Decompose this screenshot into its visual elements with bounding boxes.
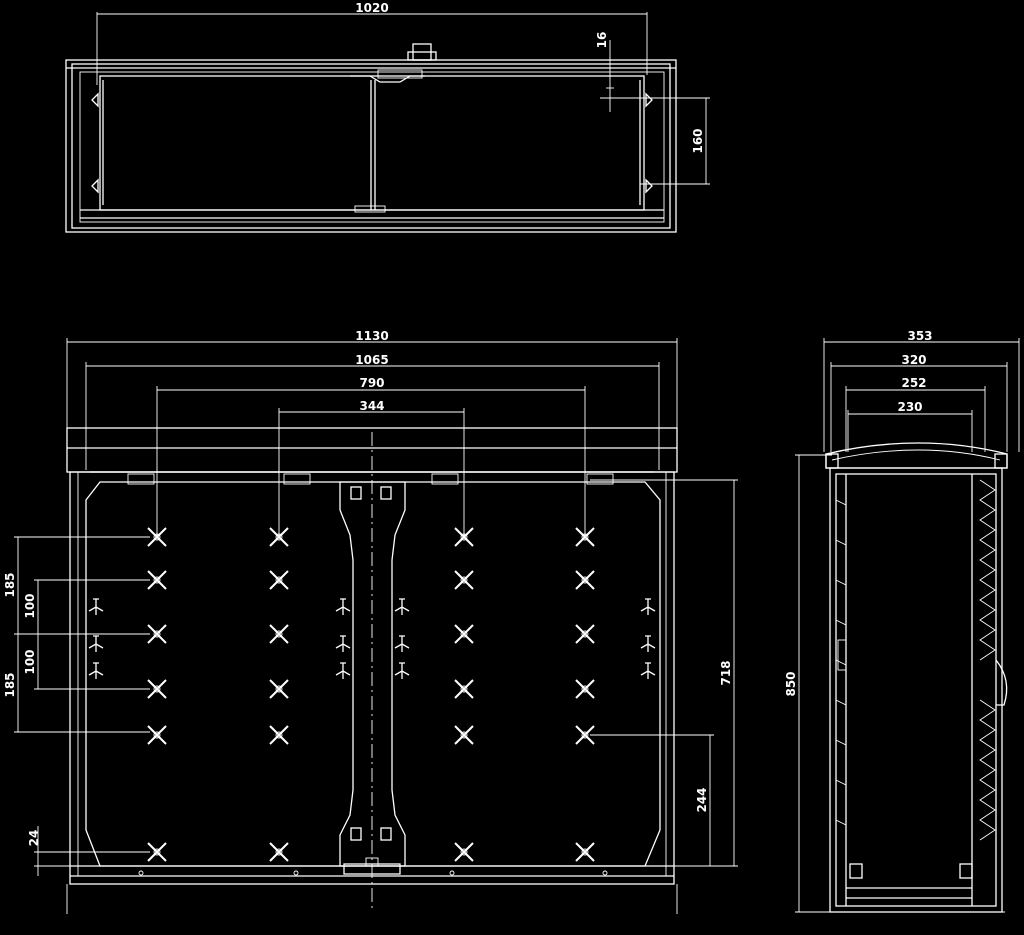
mounting-cross xyxy=(575,679,595,699)
dim-label-1020: 1020 xyxy=(355,1,388,15)
mounting-cross xyxy=(147,842,167,862)
mounting-cross xyxy=(454,679,474,699)
dim-label-244: 244 xyxy=(695,787,709,812)
dim-side-320: 320 xyxy=(830,353,1008,452)
dim-front-holes: 790 xyxy=(156,376,586,538)
wing-clip xyxy=(640,662,656,679)
dim-label-16: 16 xyxy=(595,32,609,49)
dim-right-718: 718 xyxy=(590,479,738,867)
side-view: 353 320 252 230 850 xyxy=(784,329,1020,913)
mounting-cross xyxy=(147,527,167,547)
dim-right-244: 244 xyxy=(590,734,714,867)
dim-side-252: 252 xyxy=(845,376,986,452)
mounting-cross xyxy=(269,570,289,590)
wing-clip xyxy=(394,662,410,679)
mounting-cross xyxy=(269,679,289,699)
wing-clip xyxy=(394,635,410,652)
wing-clip xyxy=(640,598,656,615)
mounting-cross xyxy=(575,527,595,547)
mounting-cross xyxy=(269,842,289,862)
dim-front-center: 344 xyxy=(278,399,465,538)
wing-clip xyxy=(394,598,410,615)
dim-label-790: 790 xyxy=(359,376,384,390)
wing-clip xyxy=(335,662,351,679)
mounting-cross xyxy=(147,679,167,699)
dim-label-1130: 1130 xyxy=(355,329,388,343)
mounting-cross xyxy=(454,842,474,862)
dim-top-depth: 160 xyxy=(600,97,710,185)
dim-label-24: 24 xyxy=(27,830,41,847)
wing-clip xyxy=(640,635,656,652)
mounting-cross xyxy=(269,725,289,745)
dim-label-160: 160 xyxy=(691,128,705,153)
mounting-cross xyxy=(454,527,474,547)
dim-side-230: 230 xyxy=(847,400,973,452)
front-view: 1130 1065 790 344 xyxy=(3,329,738,914)
top-view: 1020 16 xyxy=(65,1,710,233)
dim-left-100-bottom: 100 xyxy=(23,634,150,690)
dim-label-320: 320 xyxy=(901,353,926,367)
dim-top-width: 1020 xyxy=(96,1,648,85)
dim-left-185-bottom: 185 xyxy=(3,634,150,733)
mounting-cross xyxy=(454,624,474,644)
dim-label-344: 344 xyxy=(359,399,384,413)
mounting-cross xyxy=(575,842,595,862)
mounting-cross xyxy=(147,570,167,590)
dim-label-100-b: 100 xyxy=(23,649,37,674)
dim-label-353: 353 xyxy=(907,329,932,343)
mounting-cross xyxy=(147,725,167,745)
dim-label-850: 850 xyxy=(784,671,798,696)
dim-side-353: 353 xyxy=(823,329,1020,452)
wing-clip xyxy=(335,635,351,652)
wing-clip xyxy=(335,598,351,615)
dim-label-185-b: 185 xyxy=(3,672,17,697)
mounting-crosses xyxy=(147,527,595,862)
dim-left-185-top: 185 xyxy=(3,536,150,635)
dim-label-718: 718 xyxy=(719,660,733,685)
dim-label-230: 230 xyxy=(897,400,922,414)
dim-top-small: 16 xyxy=(595,32,614,112)
mounting-cross xyxy=(575,570,595,590)
wing-clip xyxy=(88,635,104,652)
mounting-cross xyxy=(454,570,474,590)
dim-front-inner: 1065 xyxy=(85,353,660,470)
mounting-cross xyxy=(575,624,595,644)
mounting-cross xyxy=(269,527,289,547)
mounting-cross xyxy=(269,624,289,644)
wing-clip xyxy=(88,598,104,615)
wing-clip xyxy=(88,662,104,679)
mounting-cross xyxy=(454,725,474,745)
dim-label-185-a: 185 xyxy=(3,572,17,597)
dim-label-1065: 1065 xyxy=(355,353,388,367)
mounting-cross xyxy=(147,624,167,644)
mounting-cross xyxy=(575,725,595,745)
wing-clips xyxy=(88,598,656,679)
dim-left-24: 24 xyxy=(27,826,150,876)
dim-left-100-top: 100 xyxy=(23,579,150,634)
dim-label-252: 252 xyxy=(901,376,926,390)
dim-label-100-a: 100 xyxy=(23,593,37,618)
